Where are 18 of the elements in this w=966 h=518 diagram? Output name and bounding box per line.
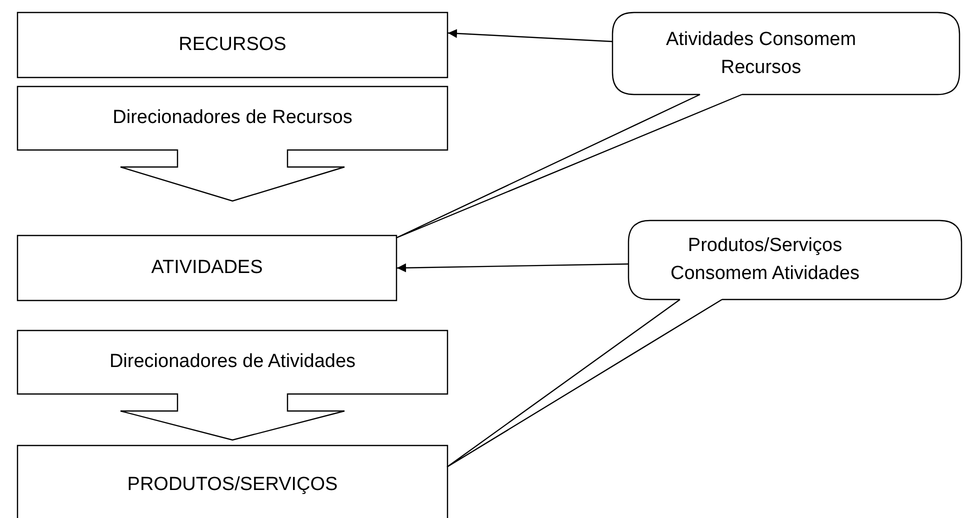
down-arrow-callout <box>17 330 448 441</box>
callout-box <box>612 12 960 95</box>
callout-box <box>628 220 962 300</box>
node-label: Atividades Consomem Recursos <box>664 28 858 80</box>
node-label: RECURSOS <box>178 33 286 58</box>
node-label: Direcionadores de Atividades <box>109 350 356 374</box>
arrow <box>397 263 628 272</box>
process-box <box>17 235 397 301</box>
node-label: ATIVIDADES <box>151 256 263 280</box>
callout-pointer <box>446 298 723 468</box>
down-arrow-callout <box>17 86 448 202</box>
process-box <box>17 12 448 78</box>
node-label: PRODUTOS/SERVIÇOS <box>127 473 338 498</box>
callout-pointer <box>395 94 743 239</box>
node-label: Direcionadores de Recursos <box>112 106 352 130</box>
process-box <box>17 445 448 518</box>
arrow <box>448 28 612 42</box>
node-label: Produtos/Serviços Consomem Atividades <box>669 234 861 286</box>
